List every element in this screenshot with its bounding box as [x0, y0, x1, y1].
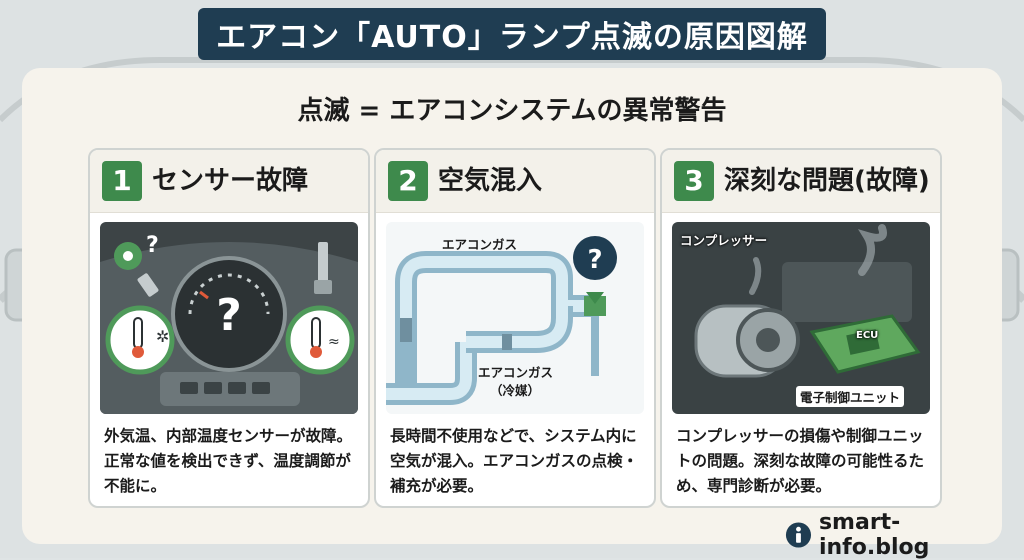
card-title: 深刻な問題(故障) [724, 166, 930, 196]
pipe-illustration: ? エアコンガス エアコンガス （冷媒） [386, 222, 644, 414]
svg-text:?: ? [216, 290, 242, 341]
question-icon: ? [146, 233, 159, 258]
card-air-contamination: 2 空気混入 ? エアコンガス エアコンガス （冷媒） 長時間不使用などで、シ [374, 148, 656, 508]
thermometer-icon [105, 305, 175, 375]
valve-icon [584, 292, 606, 376]
card-header: 2 空気混入 [376, 150, 654, 213]
svg-text:✲: ✲ [156, 327, 169, 346]
sensor-icon [137, 273, 159, 297]
gas-label-bottom: エアコンガス [478, 365, 554, 380]
card-title: 空気混入 [438, 166, 543, 196]
subtitle: 点滅 = エアコンシステムの異常警告 [297, 96, 727, 126]
card-description: コンプレッサーの損傷や制御ユニットの問題。深刻な故障の可能性るため、専門診断が必… [676, 427, 925, 495]
brand-text[interactable]: smart-info.blog [818, 510, 930, 560]
ecu-chip-label: ECU [856, 330, 879, 341]
card-description: 長時間不使用などで、システム内に空気が混入。エアコンガスの点検・補充が必要。 [390, 427, 639, 495]
gear-icon [114, 242, 142, 270]
compressor-label: コンプレッサー [680, 233, 768, 248]
info-icon [785, 522, 812, 548]
card-number-badge: 3 [674, 161, 714, 201]
sensor-icon [318, 242, 328, 282]
refrigerant-label: （冷媒） [490, 383, 541, 398]
svg-text:≈: ≈ [328, 334, 340, 350]
card-sensor-failure: 1 センサー故障 ? ✲ ≈ ? [88, 148, 370, 508]
ecu-chip-icon [809, 314, 921, 374]
card-number-badge: 1 [102, 161, 142, 201]
card-header: 1 センサー故障 [90, 150, 368, 213]
ecu-label: 電子制御ユニット [796, 386, 905, 407]
compressor-icon [694, 304, 800, 378]
card-serious-failure: 3 深刻な問題(故障) コンプレッサー ECU 電子制御ユニット コンプレッサー… [660, 148, 942, 508]
card-title: センサー故障 [152, 166, 309, 196]
card-number-badge: 2 [388, 161, 428, 201]
engine-illustration: コンプレッサー ECU 電子制御ユニット [672, 222, 930, 414]
page-title: エアコン「AUTO」ランプ点滅の原因図解 [198, 8, 826, 60]
brand-footer: smart-info.blog [784, 510, 1004, 560]
gas-label-top: エアコンガス [442, 237, 518, 252]
svg-text:?: ? [587, 245, 602, 275]
dashboard-illustration: ? ✲ ≈ ? [100, 222, 358, 414]
card-description: 外気温、内部温度センサーが故障。正常な値を検出できず、温度調節が不能に。 [104, 427, 353, 495]
card-header: 3 深刻な問題(故障) [662, 150, 940, 213]
question-icon [573, 236, 617, 280]
